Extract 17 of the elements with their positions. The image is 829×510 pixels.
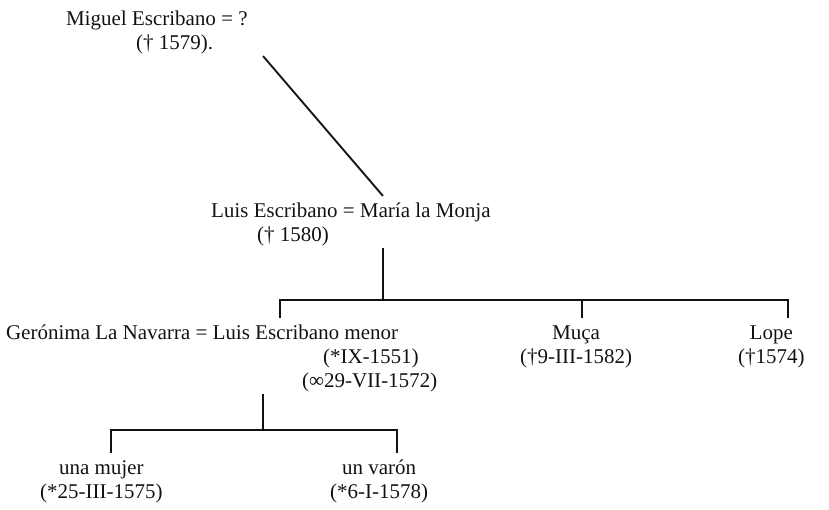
family-line	[382, 248, 789, 318]
family-line	[262, 55, 384, 197]
person-name: una mujer	[58, 455, 144, 479]
date-note: († 1579).	[136, 30, 213, 54]
date-note: (∞29-VII-1572)	[302, 368, 438, 392]
person-name: Miguel Escribano = ?	[66, 6, 248, 30]
person-name: un varón	[342, 455, 416, 479]
date-note: (*IX-1551)	[323, 344, 419, 368]
date-note: (*25-III-1575)	[40, 479, 162, 503]
date-note: († 1580)	[257, 222, 329, 246]
date-note: (†9-III-1582)	[520, 344, 632, 368]
person-name: Muça	[552, 320, 600, 344]
person-name: Gerónima La Navarra = Luis Escribano menor	[6, 320, 398, 344]
date-note: (*6-I-1578)	[330, 479, 428, 503]
date-note: (†1574)	[738, 344, 804, 368]
person-name: Luis Escribano = María la Monja	[211, 198, 491, 222]
person-name: Lope	[750, 320, 793, 344]
